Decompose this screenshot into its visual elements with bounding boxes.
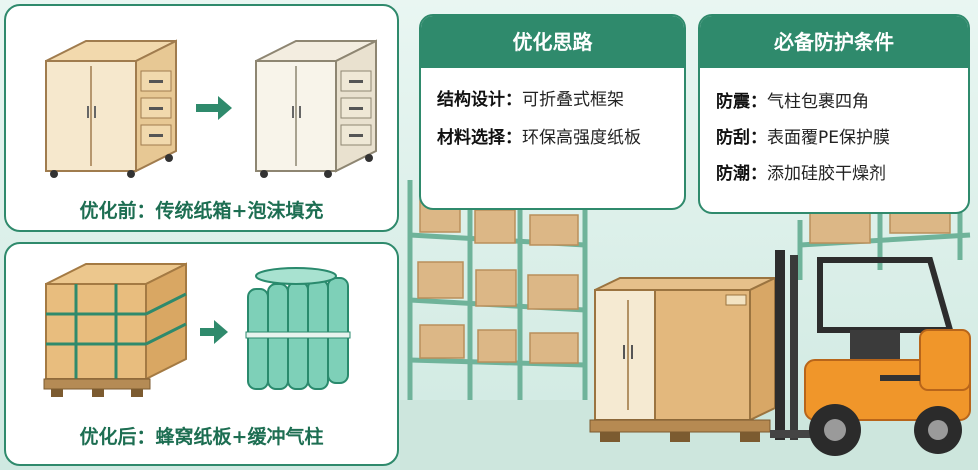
ideas-row-structure: 结构设计：可折叠式框架: [437, 90, 670, 110]
rack-boxes: [417, 199, 951, 364]
protection-row-shock: 防震：气柱包裹四角: [716, 92, 954, 112]
row-key: 防震：: [716, 92, 767, 112]
row-value: 添加硅胶干燥剂: [767, 164, 886, 184]
protection-conditions-panel: 必备防护条件 防震：气柱包裹四角 防刮：表面覆PE保护膜 防潮：添加硅胶干燥剂: [698, 14, 970, 214]
protection-row-scratch: 防刮：表面覆PE保护膜: [716, 128, 954, 148]
cabinet-icon: [45, 39, 177, 178]
air-column-icon: [245, 267, 351, 390]
row-key: 结构设计：: [437, 90, 522, 110]
row-value: 环保高强度纸板: [522, 128, 641, 148]
before-caption: 优化前：传统纸箱+泡沫填充: [79, 200, 324, 222]
ideas-panel-title: 优化思路: [421, 16, 684, 68]
arrow-right-icon: [200, 320, 228, 344]
protection-row-moisture: 防潮：添加硅胶干燥剂: [716, 164, 954, 184]
row-key: 防潮：: [716, 164, 767, 184]
row-key: 防刮：: [716, 128, 767, 148]
row-key: 材料选择：: [437, 128, 522, 148]
before-illustration: [45, 39, 377, 178]
optimization-ideas-panel: 优化思路 结构设计：可折叠式框架 材料选择：环保高强度纸板: [419, 14, 686, 210]
cabinet-icon: [255, 39, 377, 178]
honeycomb-box-icon: [43, 262, 187, 397]
row-value: 表面覆PE保护膜: [767, 128, 890, 148]
row-value: 气柱包裹四角: [767, 92, 869, 112]
ideas-row-material: 材料选择：环保高强度纸板: [437, 128, 670, 148]
after-caption: 优化后：蜂窝纸板+缓冲气柱: [79, 426, 324, 448]
after-illustration: [43, 262, 351, 397]
arrow-right-icon: [196, 96, 232, 120]
protection-panel-title: 必备防护条件: [700, 16, 968, 68]
after-optimization-card: 优化后：蜂窝纸板+缓冲气柱: [4, 242, 399, 466]
row-value: 可折叠式框架: [522, 90, 624, 110]
before-optimization-card: 优化前：传统纸箱+泡沫填充: [4, 4, 399, 232]
